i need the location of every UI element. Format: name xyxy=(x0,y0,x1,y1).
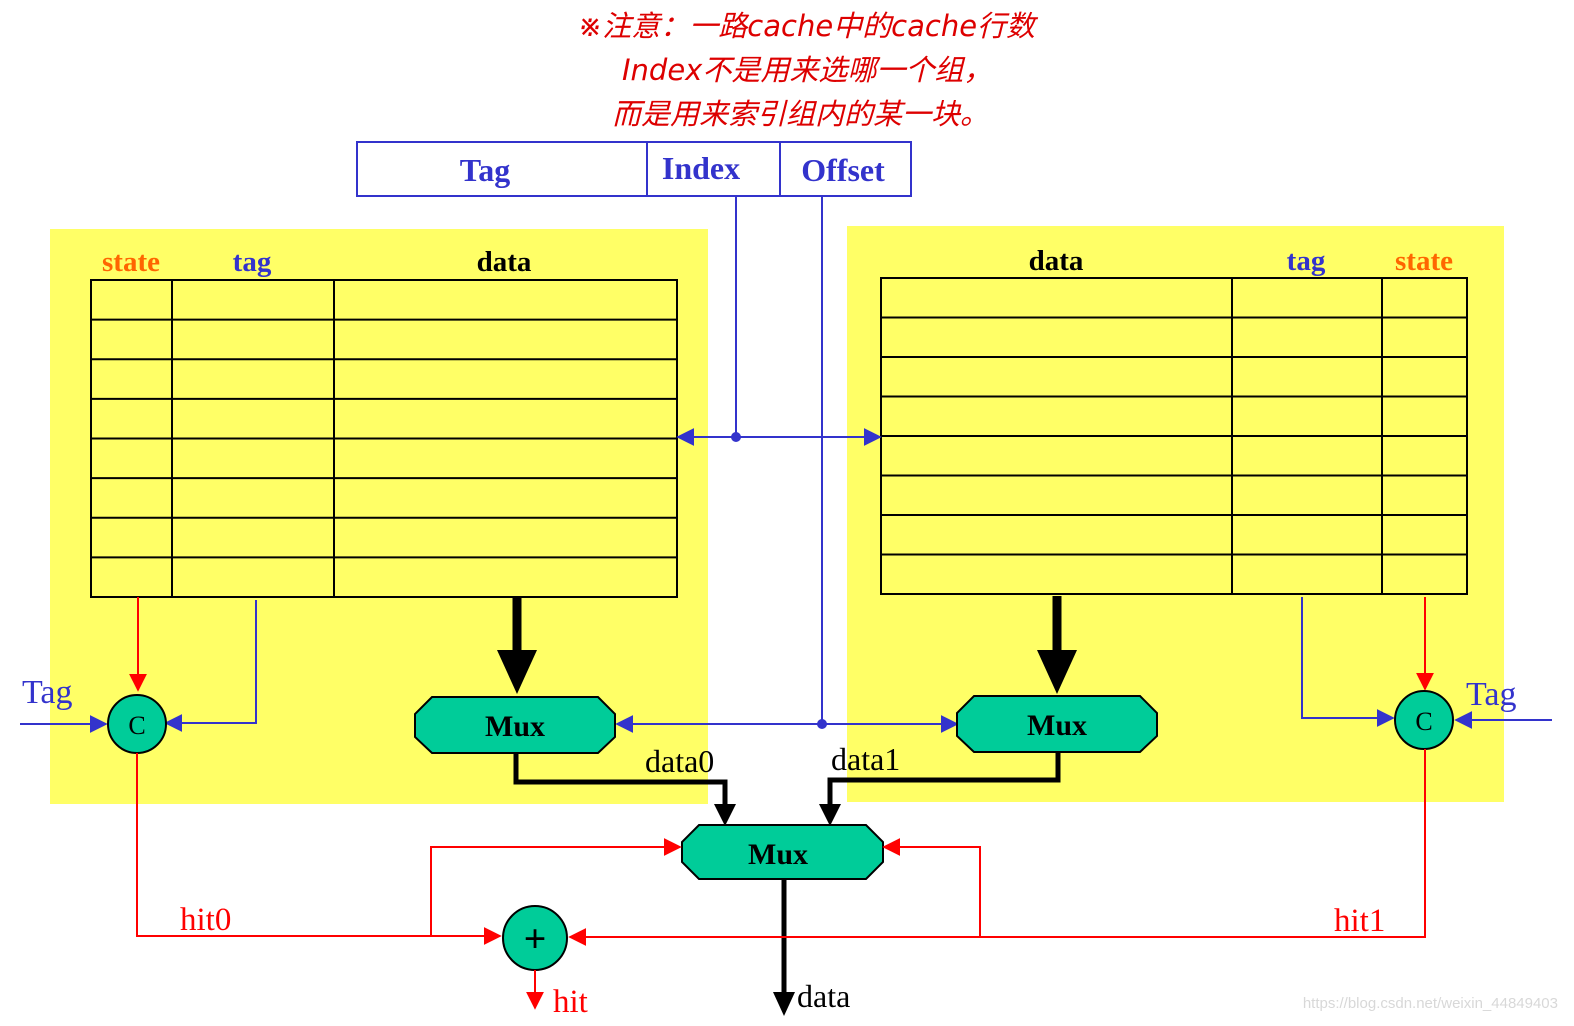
mux0-shape xyxy=(414,696,616,754)
mux1-label: Mux xyxy=(1027,709,1087,742)
way0-state-header: state xyxy=(102,246,160,278)
way0-tag-to-comparator xyxy=(164,600,257,732)
watermark: https://blog.csdn.net/weixin_44849403 xyxy=(1303,995,1558,1012)
way1-comparator-label: C xyxy=(1415,707,1432,736)
way0-data-header: data xyxy=(477,246,532,278)
data0-path xyxy=(513,753,728,808)
index-lines xyxy=(676,196,882,446)
data0-arrowhead xyxy=(714,804,736,826)
address-offset-field: Offset xyxy=(801,152,885,188)
hit1-line xyxy=(568,749,1426,946)
hit0-label: hit0 xyxy=(180,902,231,938)
index-junction-dot xyxy=(731,432,741,442)
way1-tag-header: tag xyxy=(1287,245,1326,277)
way0-tag-header: tag xyxy=(233,246,272,278)
address-tag-field: Tag xyxy=(460,152,510,188)
tag-in-right-label: Tag xyxy=(1466,676,1517,713)
mux1: Mux xyxy=(956,695,1158,753)
hit1-label: hit1 xyxy=(1334,903,1385,939)
note-line-3: 而是用来索引组内的某一块。 xyxy=(612,97,989,131)
way0-comparator-label: C xyxy=(128,711,145,740)
mux1-shape xyxy=(956,695,1158,753)
mux-final: Mux xyxy=(681,824,884,880)
address-index-field: Index xyxy=(662,150,740,186)
data1-arrowhead xyxy=(819,804,841,826)
hit-out-label: hit xyxy=(553,984,588,1020)
mux-final-shape xyxy=(681,824,884,880)
way1-data-arrowhead xyxy=(1037,650,1077,694)
offset-junction-dot xyxy=(817,719,827,729)
data-out-label: data xyxy=(797,978,850,1014)
data-out-arrowhead xyxy=(773,992,795,1016)
data1-path xyxy=(827,752,1061,808)
hit1-to-mux-select xyxy=(882,838,981,937)
data0-label: data0 xyxy=(645,743,714,779)
tag-in-left-label: Tag xyxy=(22,674,73,711)
address-box xyxy=(356,141,912,197)
note-line-2: Index不是用来选哪一个组， xyxy=(622,53,992,87)
hit0-to-mux-select xyxy=(430,838,682,936)
hit0-line xyxy=(136,753,502,945)
note-line-1: ※注意：一路cache中的cache行数 xyxy=(578,9,1039,43)
way1-data-header: data xyxy=(1029,245,1084,277)
or-gate-symbol: + xyxy=(524,916,547,961)
way1-state-header: state xyxy=(1395,245,1453,277)
mux-final-label: Mux xyxy=(748,838,808,871)
way1-tag-to-comparator xyxy=(1301,597,1395,727)
offset-lines xyxy=(615,196,959,733)
data1-label: data1 xyxy=(831,741,900,777)
mux0: Mux xyxy=(414,696,616,754)
mux0-label: Mux xyxy=(485,710,545,743)
way0-data-arrowhead xyxy=(497,650,537,694)
annotation-note: ※注意：一路cache中的cache行数 Index不是用来选哪一个组， 而是用… xyxy=(578,9,1039,131)
address-register: Tag Index Offset xyxy=(356,141,912,197)
